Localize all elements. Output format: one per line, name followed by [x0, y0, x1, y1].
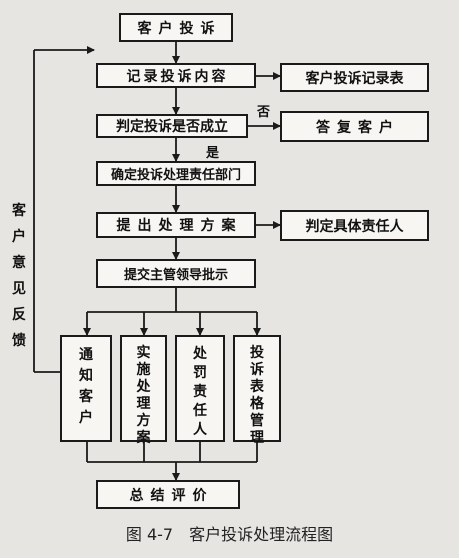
node-plan: 提出处理方案	[96, 212, 256, 238]
node-notify-label: 通知客户	[79, 347, 93, 426]
node-implement: 实施处理方案	[120, 335, 167, 446]
node-implement-label: 实施处理方案	[136, 345, 151, 446]
label-no: 否	[257, 105, 271, 120]
node-punish-label: 处罚责任人	[193, 346, 207, 438]
node-person: 判定具体责任人	[280, 210, 429, 241]
node-summary: 总结评价	[96, 480, 240, 509]
node-judge: 判定投诉是否成立	[96, 114, 248, 138]
node-reply: 答复客户	[280, 111, 429, 142]
node-submit: 提交主管领导批示	[96, 259, 256, 288]
node-notify: 通知客户	[60, 335, 112, 442]
node-form: 投诉表格管理	[233, 335, 281, 446]
node-complaint: 客户投诉	[119, 13, 233, 42]
node-record-table: 客户投诉记录表	[280, 63, 429, 92]
label-feedback: 客户意见反馈	[12, 203, 26, 349]
label-yes: 是	[206, 146, 220, 161]
figure-caption: 图 4-7 客户投诉处理流程图	[125, 525, 334, 544]
node-dept: 确定投诉处理责任部门	[96, 161, 256, 186]
node-punish: 处罚责任人	[175, 335, 225, 442]
node-record: 记录投诉内容	[96, 63, 256, 88]
node-form-label: 投诉表格管理	[250, 345, 264, 446]
